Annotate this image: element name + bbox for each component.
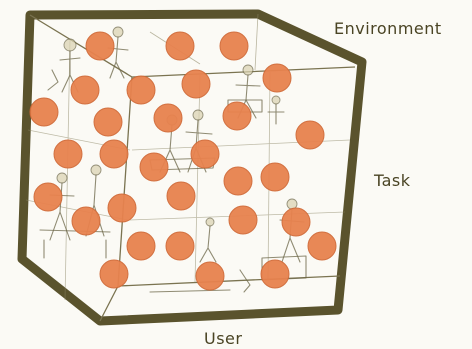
orange-dot <box>139 152 169 182</box>
sketch-figure-group-center-bottom <box>149 217 231 293</box>
sketch-figure-group-top-left <box>47 26 129 93</box>
orange-dot <box>307 231 337 261</box>
cube-hidden-edge-bottom <box>117 275 341 287</box>
orange-dot <box>53 139 83 169</box>
orange-dot <box>295 120 325 150</box>
orange-dot <box>190 139 220 169</box>
task-label: Task <box>373 171 411 190</box>
sketch-people-icon <box>39 26 307 293</box>
sketch-figure-group-left <box>39 164 111 259</box>
orange-dot <box>107 193 137 223</box>
orange-dot <box>93 107 123 137</box>
user-label: User <box>204 329 242 348</box>
orange-dot <box>165 231 195 261</box>
orange-dot <box>222 101 252 131</box>
environment-label: Environment <box>334 19 442 38</box>
orange-dot <box>126 75 156 105</box>
orange-dot <box>228 205 258 235</box>
dot-cluster <box>29 31 337 291</box>
orange-dot <box>85 31 115 61</box>
orange-dot <box>126 231 156 261</box>
orange-dot <box>219 31 249 61</box>
orange-dot <box>153 103 183 133</box>
orange-dot <box>195 261 225 291</box>
orange-dot <box>166 181 196 211</box>
cube-outline <box>17 9 367 326</box>
orange-dot <box>223 166 253 196</box>
orange-dot <box>260 259 290 289</box>
orange-dot <box>71 206 101 236</box>
orange-dot <box>262 63 292 93</box>
orange-dot <box>281 207 311 237</box>
orange-dot <box>99 259 129 289</box>
orange-dot <box>181 69 211 99</box>
orange-dot <box>33 182 63 212</box>
orange-dot <box>29 97 59 127</box>
orange-dot <box>165 31 195 61</box>
orange-dot <box>260 162 290 192</box>
orange-dot <box>70 75 100 105</box>
orange-dot <box>99 139 129 169</box>
